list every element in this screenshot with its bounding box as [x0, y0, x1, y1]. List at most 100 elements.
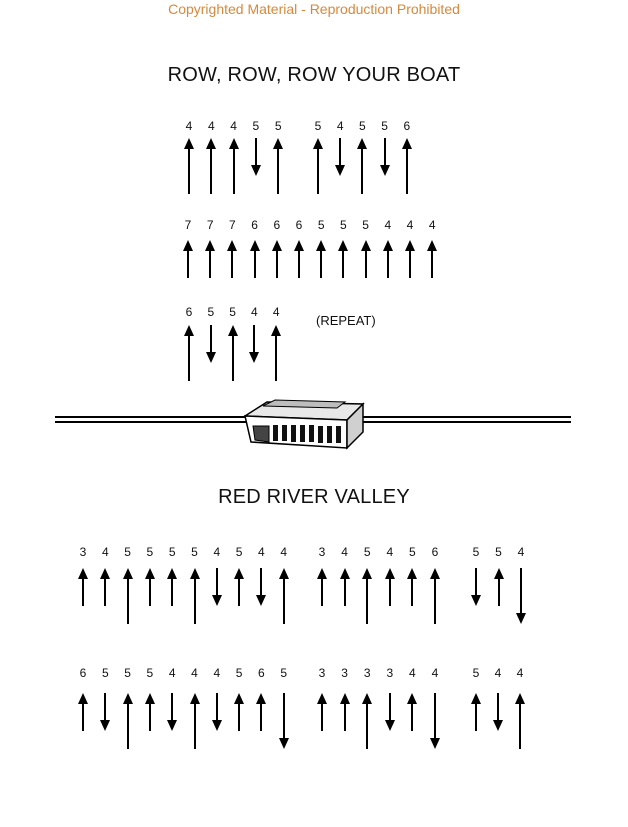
hole-number: 5: [235, 666, 243, 680]
hole-number: 6: [403, 119, 411, 133]
hole-number: 6: [295, 218, 303, 232]
blow-arrow-icon: [167, 568, 178, 606]
copyright-notice: Copyrighted Material - Reproduction Proh…: [168, 1, 460, 17]
hole-number: 7: [229, 218, 236, 232]
hole-number: 4: [406, 218, 414, 232]
blow-arrow-icon: [271, 325, 282, 381]
blow-arrow-icon: [339, 568, 350, 606]
draw-arrow-icon: [167, 693, 178, 731]
draw-arrow-icon: [250, 138, 261, 176]
song-title-row-your-boat: ROW, ROW, ROW YOUR BOAT: [167, 64, 461, 86]
blow-arrow-icon: [234, 568, 245, 606]
hole-number: 5: [472, 666, 480, 680]
blow-arrow-icon: [78, 568, 88, 606]
blow-arrow-icon: [189, 568, 200, 624]
hole-number: 5: [146, 545, 154, 559]
hole-number: 4: [185, 119, 193, 133]
blow-arrow-icon: [206, 138, 217, 194]
draw-arrow-icon: [516, 568, 526, 624]
draw-arrow-icon: [379, 138, 390, 176]
blow-arrow-icon: [407, 568, 418, 606]
draw-arrow-icon: [278, 693, 289, 749]
hole-number: 4: [409, 666, 416, 680]
hole-number: 3: [318, 666, 326, 680]
hole-number: 5: [359, 119, 366, 133]
hole-number: 5: [472, 545, 480, 559]
hole-number: 5: [124, 666, 131, 680]
harmonica-divider: [55, 399, 571, 450]
hole-number: 4: [207, 119, 215, 133]
hole-number: 4: [428, 218, 436, 232]
draw-arrow-icon: [100, 693, 111, 731]
hole-number: 6: [185, 305, 193, 319]
blow-arrow-icon: [227, 240, 238, 278]
blow-arrow-icon: [407, 693, 418, 731]
blow-arrow-icon: [278, 568, 289, 624]
hole-number: 5: [314, 119, 322, 133]
hole-number: 5: [252, 119, 260, 133]
blow-arrow-icon: [471, 693, 481, 731]
hole-number: 6: [431, 545, 439, 559]
hole-number: 5: [168, 545, 176, 559]
divider-line-right: [363, 416, 571, 423]
hole-number: 4: [280, 545, 288, 559]
hole-number: 4: [341, 545, 348, 559]
blow-arrow-icon: [362, 693, 373, 749]
repeat-marker: (REPEAT): [316, 313, 376, 328]
blow-arrow-icon: [144, 568, 155, 606]
hole-number: 5: [495, 545, 502, 559]
draw-arrow-icon: [430, 693, 440, 749]
blow-arrow-icon: [205, 240, 216, 278]
blow-arrow-icon: [227, 325, 238, 381]
hole-number: 4: [191, 666, 198, 680]
blow-arrow-icon: [256, 693, 267, 731]
draw-arrow-icon: [205, 325, 216, 363]
hole-number: 4: [272, 305, 280, 319]
hole-number: 5: [317, 218, 325, 232]
blow-arrow-icon: [317, 568, 327, 606]
hole-number: 4: [258, 545, 265, 559]
hole-number: 3: [363, 666, 371, 680]
blow-arrow-icon: [273, 138, 284, 194]
hole-number: 3: [341, 666, 348, 680]
hole-number: 4: [517, 545, 525, 559]
blow-arrow-icon: [384, 568, 395, 606]
draw-arrow-icon: [471, 568, 481, 606]
blow-arrow-icon: [405, 240, 415, 278]
blow-arrow-icon: [401, 138, 412, 194]
hole-number: 4: [431, 666, 439, 680]
blow-arrow-icon: [317, 693, 327, 731]
hole-number: 7: [184, 218, 192, 232]
hole-number: 5: [340, 218, 347, 232]
hole-number: 4: [168, 666, 176, 680]
blow-arrow-icon: [144, 693, 155, 731]
hole-number: 5: [146, 666, 154, 680]
hole-number: 4: [516, 666, 524, 680]
blow-arrow-icon: [338, 240, 349, 278]
hole-number: 4: [230, 119, 237, 133]
draw-arrow-icon: [211, 693, 222, 731]
blow-arrow-icon: [122, 568, 133, 624]
song-title-red-river-valley: RED RIVER VALLEY: [218, 486, 410, 508]
blow-arrow-icon: [360, 240, 371, 278]
blow-arrow-icon: [357, 138, 368, 194]
hole-number: 3: [79, 545, 87, 559]
blow-arrow-icon: [339, 693, 350, 731]
blow-arrow-icon: [228, 138, 239, 194]
hole-number: 5: [191, 545, 198, 559]
blow-arrow-icon: [122, 693, 133, 749]
blow-arrow-icon: [184, 138, 194, 194]
hole-number: 4: [384, 218, 392, 232]
hole-number: 3: [386, 666, 394, 680]
draw-arrow-icon: [249, 325, 260, 363]
blow-arrow-icon: [382, 240, 393, 278]
hole-number: 5: [229, 305, 236, 319]
blow-arrow-icon: [362, 568, 373, 624]
hole-number: 4: [213, 545, 221, 559]
blow-arrow-icon: [78, 693, 88, 731]
hole-number: 4: [336, 119, 344, 133]
hole-number: 7: [206, 218, 214, 232]
draw-arrow-icon: [211, 568, 222, 606]
hole-number: 5: [409, 545, 416, 559]
hole-number: 5: [101, 666, 109, 680]
